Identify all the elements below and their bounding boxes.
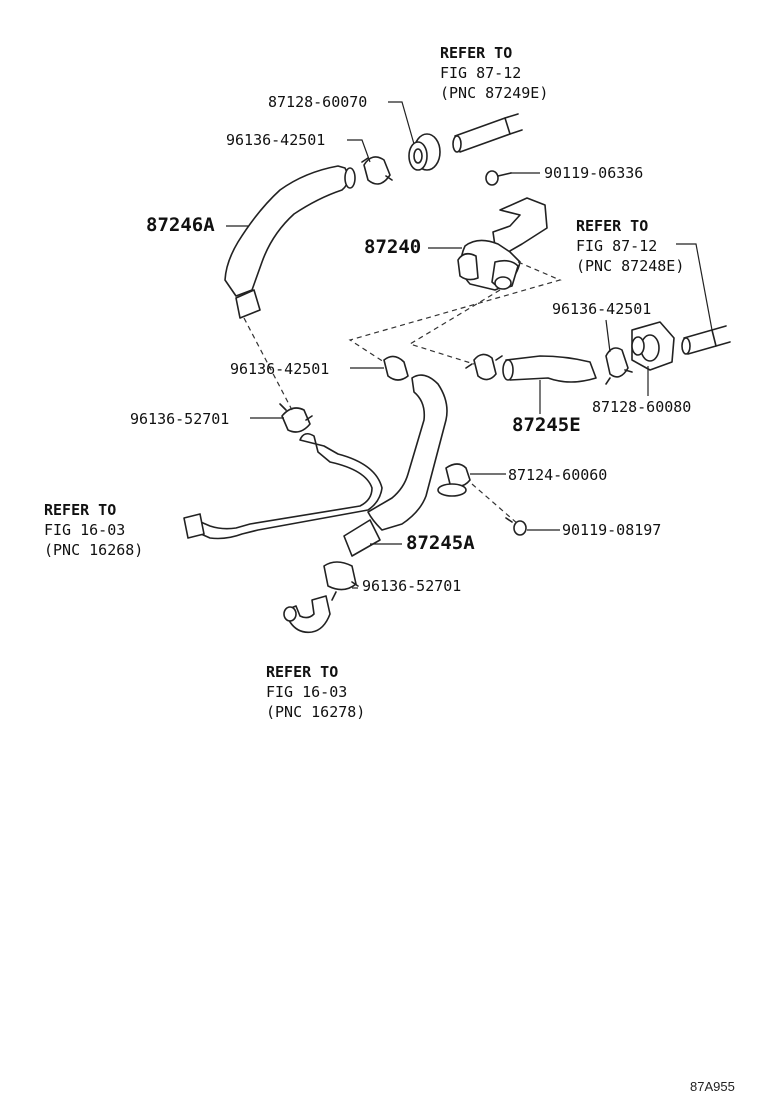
bottom-pipe bbox=[283, 595, 331, 634]
ref-right-line1: REFER TO bbox=[576, 217, 649, 235]
water-valve-87240 bbox=[457, 197, 548, 291]
clamp-mid-left bbox=[383, 355, 409, 381]
clamp-top bbox=[361, 156, 393, 185]
ref-top-line1: REFER TO bbox=[440, 44, 513, 62]
right-pipe bbox=[681, 325, 731, 355]
label-90119-08197: 90119-08197 bbox=[562, 521, 662, 539]
lower-left-pipe bbox=[183, 432, 383, 540]
label-87245e: 87245E bbox=[512, 414, 581, 436]
clamp-left bbox=[279, 403, 313, 433]
label-96136-42501-right: 96136-42501 bbox=[552, 300, 652, 318]
ref-top-note: REFER TO FIG 87-12 (PNC 87249E) bbox=[440, 43, 548, 103]
ref-bottom-line1: REFER TO bbox=[266, 663, 339, 681]
hose-87245a bbox=[343, 374, 448, 557]
ref-bottom-line2: FIG 16-03 bbox=[266, 683, 348, 701]
ref-bottom-line3: (PNC 16278) bbox=[266, 703, 366, 721]
ref-bottom-note: REFER TO FIG 16-03 (PNC 16278) bbox=[266, 662, 365, 722]
clamp-bottom bbox=[323, 561, 359, 601]
label-96136-52701-left: 96136-52701 bbox=[130, 410, 230, 428]
label-87246a: 87246A bbox=[146, 214, 215, 236]
top-pipe bbox=[452, 113, 523, 153]
ref-right-line2: FIG 87-12 bbox=[576, 237, 658, 255]
label-87240: 87240 bbox=[364, 236, 422, 258]
label-87124-60060: 87124-60060 bbox=[508, 466, 608, 484]
dashed-alignment-lines bbox=[243, 261, 562, 525]
clamp-87124-60060 bbox=[437, 463, 471, 497]
clamp-right bbox=[605, 347, 633, 385]
label-90119-06336: 90119-06336 bbox=[544, 164, 644, 182]
diagram-code: 87A955 bbox=[690, 1079, 735, 1094]
hose-87245e bbox=[502, 355, 597, 383]
ref-right-line3: (PNC 87248E) bbox=[576, 257, 685, 275]
grommet-87128-60070 bbox=[408, 133, 441, 171]
ref-top-line2: FIG 87-12 bbox=[440, 64, 522, 82]
clamp-mid bbox=[465, 353, 503, 381]
bolt-90119-08197 bbox=[505, 517, 527, 536]
grommet-87128-60080 bbox=[631, 321, 675, 371]
ref-left-line1: REFER TO bbox=[44, 501, 117, 519]
ref-left-line3: (PNC 16268) bbox=[44, 541, 144, 559]
bolt-90119-06336 bbox=[485, 170, 512, 186]
hose-87246a bbox=[224, 165, 356, 319]
label-96136-52701-bottom: 96136-52701 bbox=[362, 577, 462, 595]
label-96136-42501-mid: 96136-42501 bbox=[230, 360, 330, 378]
ref-left-line2: FIG 16-03 bbox=[44, 521, 126, 539]
leader-lines bbox=[226, 101, 713, 589]
ref-right-note: REFER TO FIG 87-12 (PNC 87248E) bbox=[576, 216, 684, 276]
label-87128-60080: 87128-60080 bbox=[592, 398, 692, 416]
ref-top-line3: (PNC 87249E) bbox=[440, 84, 549, 102]
label-87245a: 87245A bbox=[406, 532, 475, 554]
label-96136-42501-top: 96136-42501 bbox=[226, 131, 326, 149]
label-87128-60070: 87128-60070 bbox=[268, 93, 368, 111]
ref-left-note: REFER TO FIG 16-03 (PNC 16268) bbox=[44, 500, 143, 560]
